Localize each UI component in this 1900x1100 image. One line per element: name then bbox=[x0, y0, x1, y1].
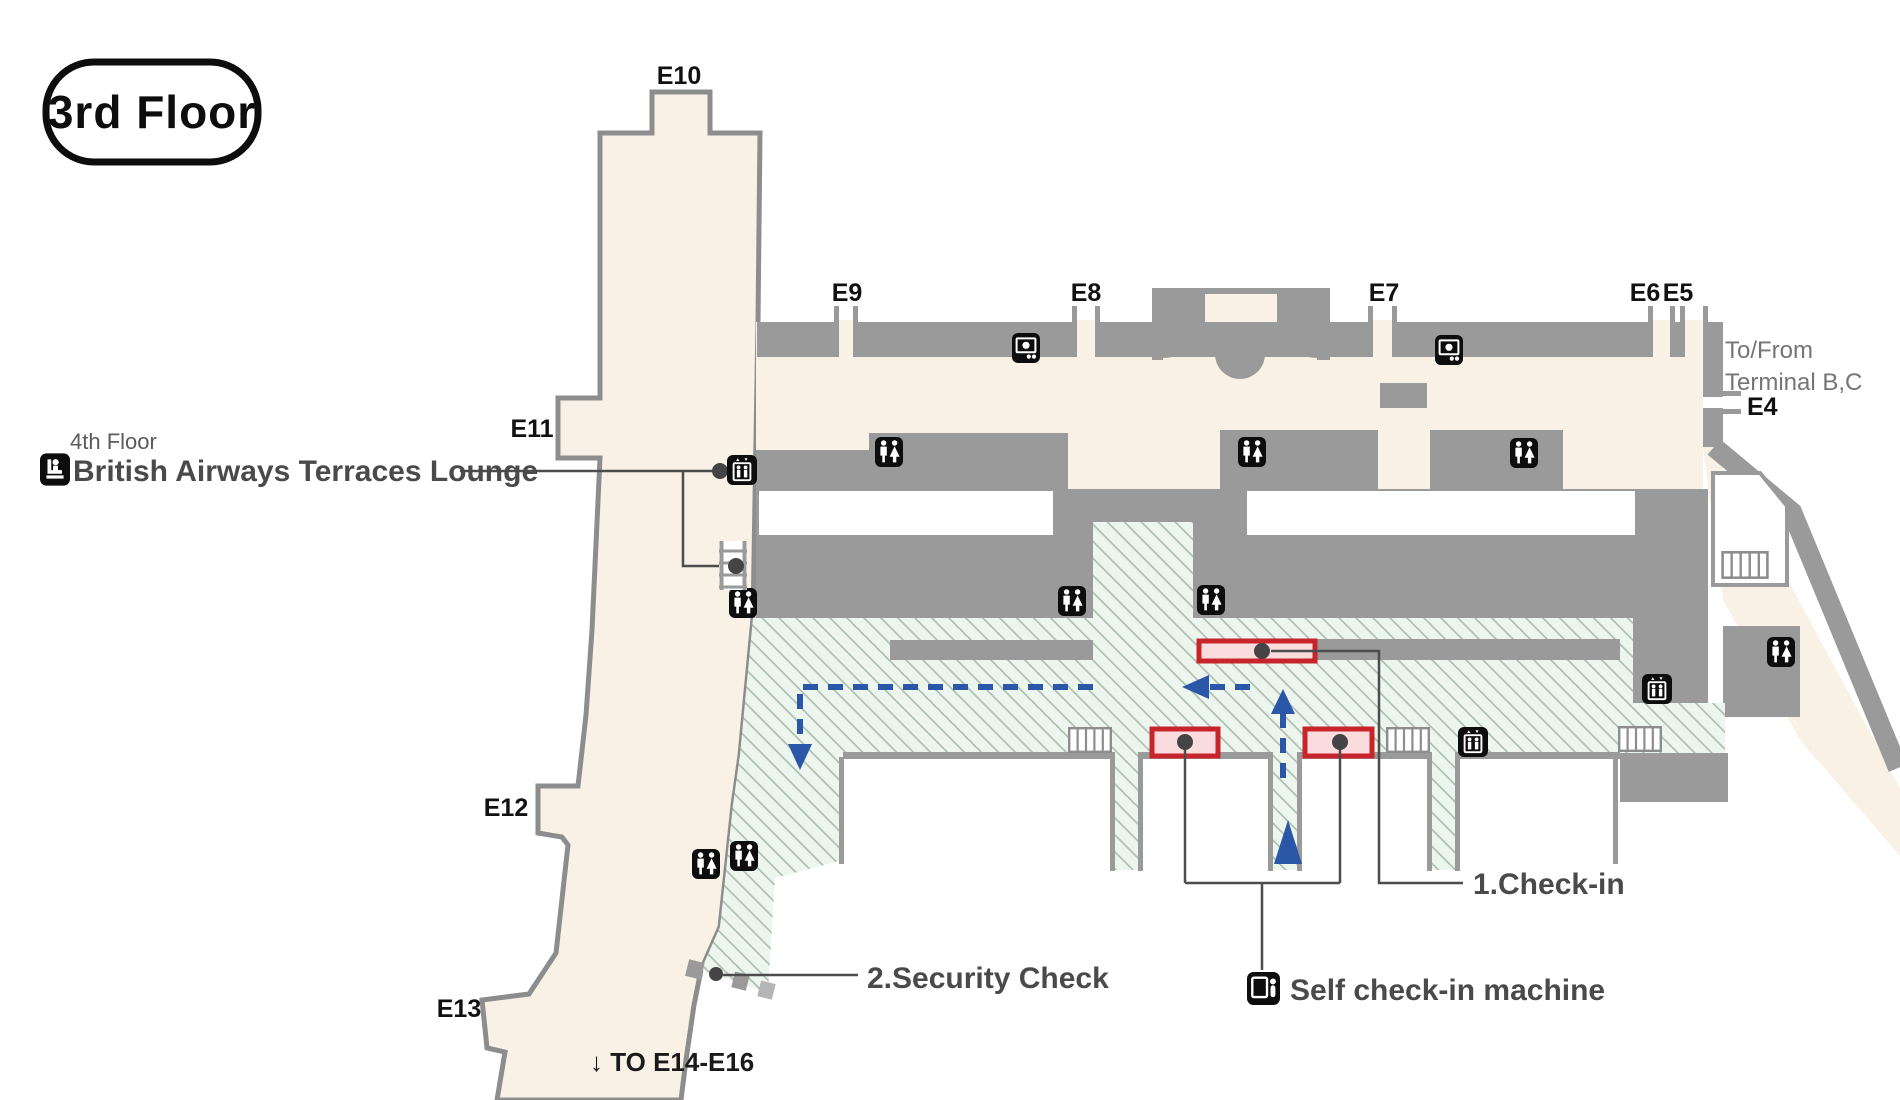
route-arrow-up-head bbox=[1271, 689, 1295, 714]
elevator-icon bbox=[1458, 727, 1488, 757]
restroom-icon bbox=[1238, 437, 1266, 467]
lounge-seat-icon bbox=[40, 453, 70, 486]
currency-exchange-icon bbox=[1012, 333, 1040, 363]
to-e14-e16-label: ↓ TO E14-E16 bbox=[590, 1047, 754, 1077]
elevator-icon bbox=[1642, 674, 1672, 704]
restroom-icon bbox=[729, 588, 757, 618]
stairs-icon bbox=[1618, 726, 1662, 752]
gate-label-e10: E10 bbox=[657, 62, 701, 90]
gate-e6-opening bbox=[1653, 320, 1670, 360]
terminal-link-line2: Terminal B,C bbox=[1725, 369, 1862, 396]
entrance-arrow bbox=[1274, 820, 1302, 864]
gate-label-e7: E7 bbox=[1369, 279, 1400, 307]
security-checkpoint bbox=[685, 959, 776, 1000]
north-corridor bbox=[757, 288, 1741, 447]
gate-e7-opening bbox=[1373, 320, 1392, 360]
floor-badge: 3rd Floor bbox=[42, 58, 262, 166]
currency-exchange-icon bbox=[1435, 335, 1463, 365]
gate-e5-opening bbox=[1685, 320, 1703, 360]
route-arrows bbox=[788, 675, 1302, 864]
rotunda-circle bbox=[1215, 329, 1265, 379]
counter-row-west bbox=[890, 640, 1093, 660]
lounge-name-label: British Airways Terraces Lounge bbox=[73, 455, 538, 488]
route-arrow-left-head bbox=[1182, 675, 1209, 699]
gate-label-e6: E6 bbox=[1630, 279, 1661, 307]
gate-label-e12: E12 bbox=[484, 794, 528, 822]
gate-label-e9: E9 bbox=[832, 279, 863, 307]
restroom-icon bbox=[875, 437, 903, 467]
southeast-wall-block bbox=[1620, 753, 1728, 802]
restroom-icon bbox=[730, 841, 758, 871]
restroom-icon bbox=[1767, 637, 1795, 667]
security-check-label: 2.Security Check bbox=[867, 962, 1109, 995]
gate-label-e11: E11 bbox=[510, 415, 553, 443]
gate-label-e5: E5 bbox=[1663, 279, 1694, 307]
elevator-icon bbox=[727, 455, 757, 485]
leader-lines bbox=[460, 469, 1463, 977]
gate-e8-opening bbox=[1077, 320, 1095, 360]
counter-row-east bbox=[1315, 639, 1620, 660]
annotation-labels: 4th Floor British Airways Terraces Loung… bbox=[70, 337, 1862, 1077]
stairs-icon bbox=[1721, 551, 1769, 579]
restroom-icon bbox=[1058, 586, 1086, 616]
room-void-east bbox=[1247, 491, 1635, 535]
central-block bbox=[756, 383, 1708, 703]
gate-label-e8: E8 bbox=[1071, 279, 1102, 307]
stairs-icon bbox=[1386, 727, 1430, 753]
route-arrow-down-head bbox=[788, 744, 812, 770]
stairs-icon bbox=[1068, 727, 1112, 753]
self-checkin-label: Self check-in machine bbox=[1290, 974, 1605, 1007]
gate-stubs bbox=[834, 306, 1708, 322]
checkin-label: 1.Check-in bbox=[1473, 868, 1625, 901]
restroom-icon bbox=[692, 849, 720, 879]
room-void-west bbox=[759, 491, 1053, 535]
east-wing-wall bbox=[1707, 439, 1900, 772]
gate-label-e13: E13 bbox=[437, 995, 481, 1023]
kiosk-icon bbox=[1247, 972, 1280, 1005]
restroom-icon bbox=[1510, 438, 1538, 468]
terminal-link-line1: To/From bbox=[1725, 337, 1813, 364]
column-east-of-e7 bbox=[1430, 430, 1563, 490]
gate-labels: E10 E9 E8 E7 E6 E5 E4 E11 E12 E13 bbox=[437, 62, 1778, 1023]
e7-corridor-island bbox=[1380, 383, 1427, 408]
east-wing-corridor bbox=[1703, 447, 1900, 856]
escalator-leader-dot bbox=[728, 558, 744, 574]
restroom-icon bbox=[1197, 585, 1225, 615]
escalator-icon bbox=[719, 541, 747, 590]
floor-badge-label: 3rd Floor bbox=[48, 86, 256, 138]
map-icons bbox=[40, 333, 1795, 1005]
gate-e9-opening bbox=[839, 320, 853, 360]
gate-label-e4: E4 bbox=[1747, 393, 1778, 421]
lounge-floor-label: 4th Floor bbox=[70, 429, 157, 454]
